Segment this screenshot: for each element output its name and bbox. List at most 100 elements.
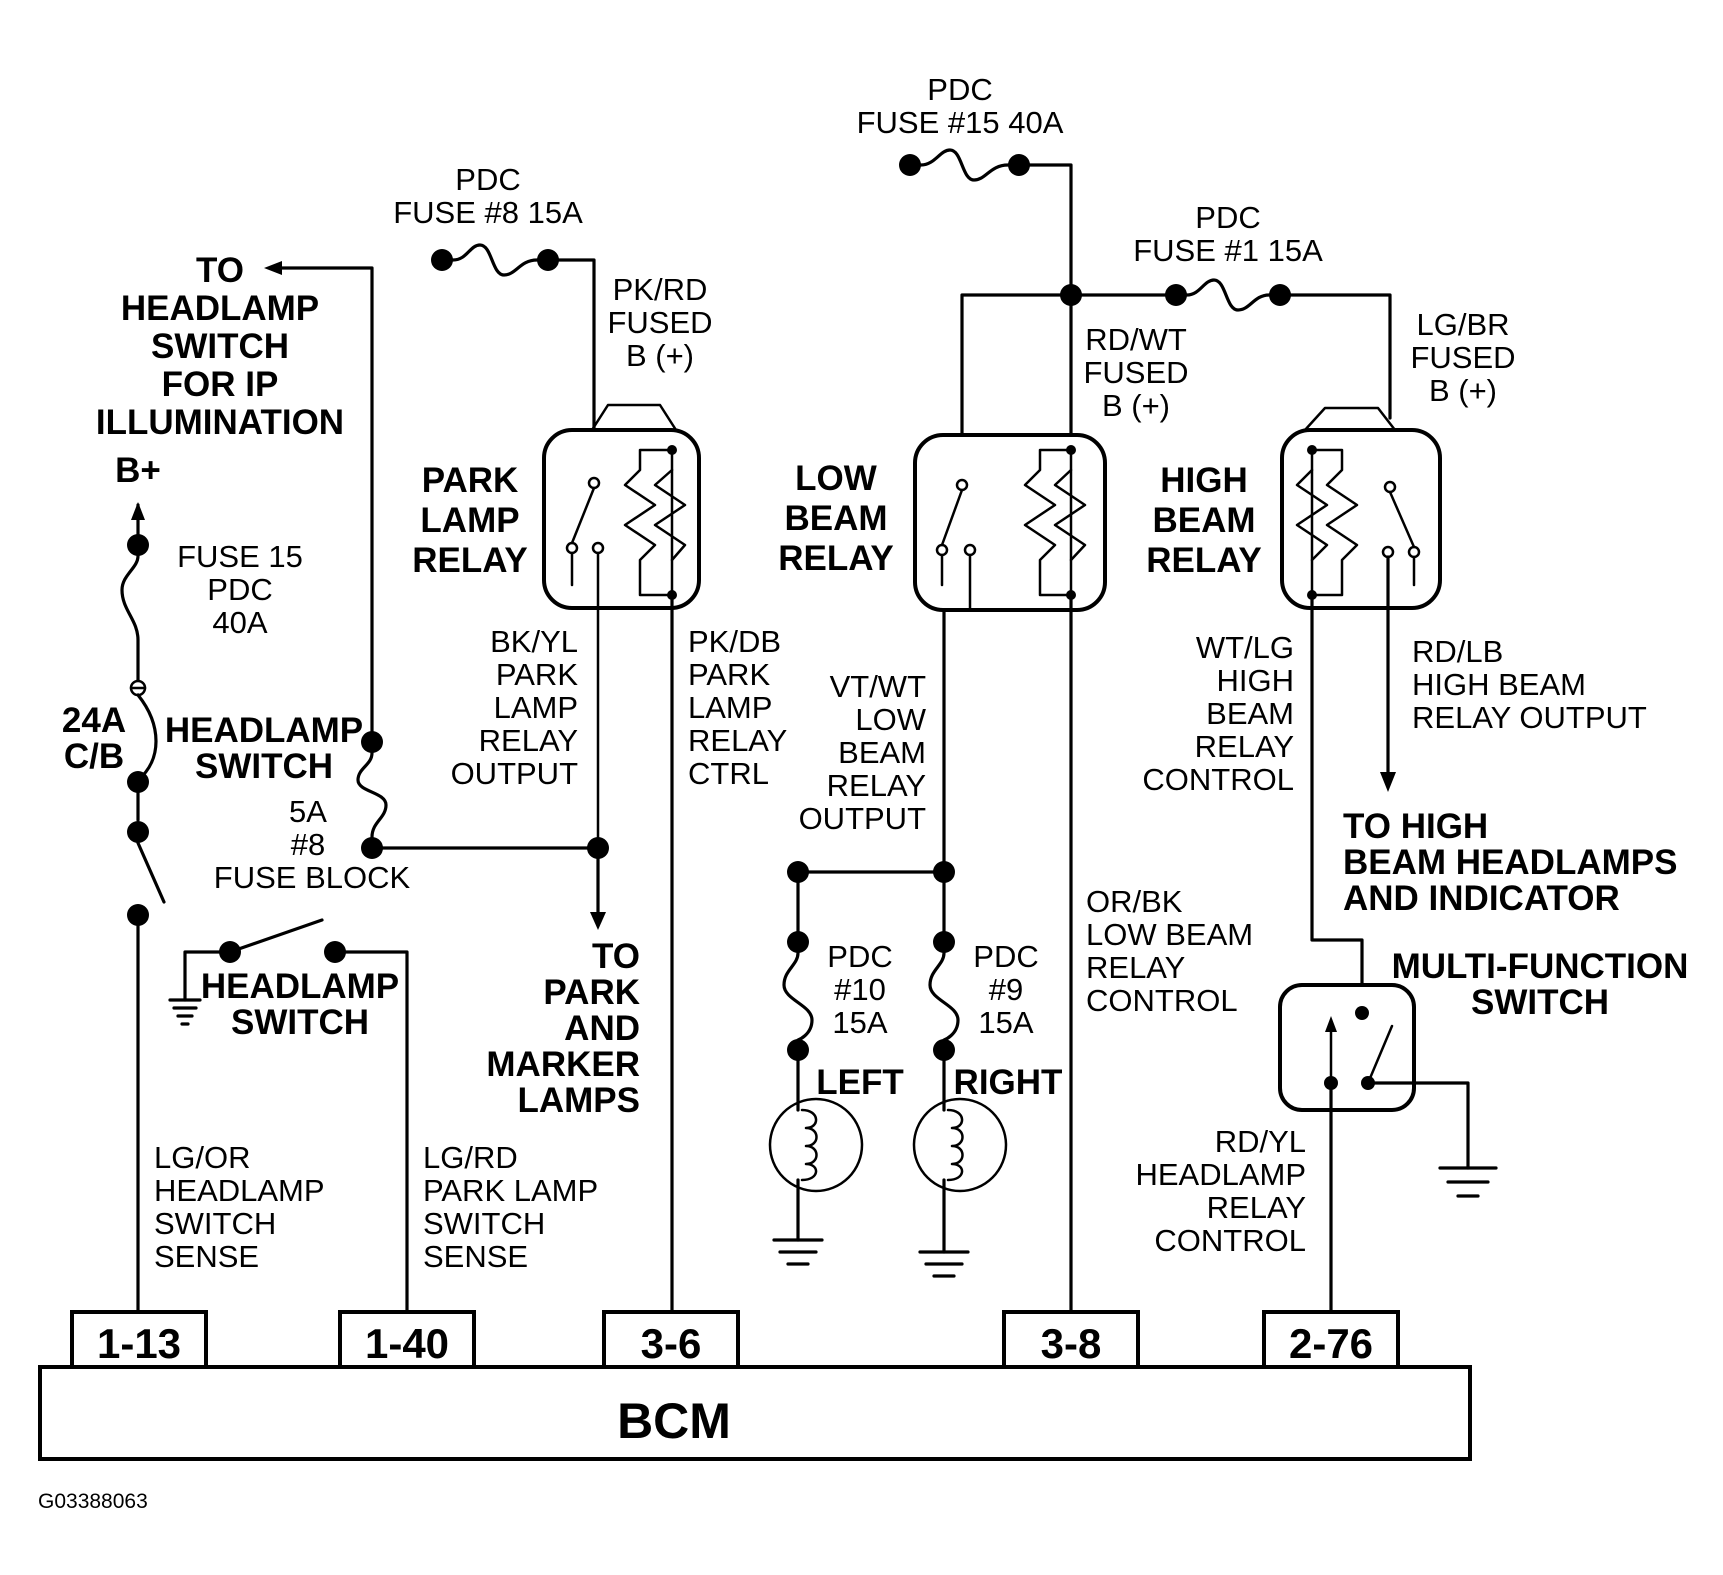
svg-text:OR/BK: OR/BK bbox=[1086, 884, 1183, 919]
svg-text:AND INDICATOR: AND INDICATOR bbox=[1343, 879, 1620, 918]
svg-text:3-6: 3-6 bbox=[641, 1320, 702, 1367]
arrow-to-high-beam bbox=[1380, 772, 1396, 792]
svg-text:TO: TO bbox=[592, 937, 640, 976]
svg-text:TO HIGH: TO HIGH bbox=[1343, 807, 1488, 846]
svg-text:FUSED: FUSED bbox=[1410, 340, 1515, 375]
svg-text:CTRL: CTRL bbox=[688, 756, 769, 791]
svg-text:RELAY: RELAY bbox=[412, 541, 527, 580]
svg-text:RELAY: RELAY bbox=[1195, 729, 1294, 764]
svg-text:LOW BEAM: LOW BEAM bbox=[1086, 917, 1253, 952]
svg-text:RELAY OUTPUT: RELAY OUTPUT bbox=[1412, 700, 1647, 735]
svg-text:LOW: LOW bbox=[855, 702, 926, 737]
svg-text:LG/OR: LG/OR bbox=[154, 1140, 250, 1175]
svg-text:#8: #8 bbox=[291, 827, 325, 862]
label-rd-wt: RD/WT FUSED B (+) bbox=[1083, 322, 1188, 423]
label-to-park-lamps: TO PARK AND MARKER LAMPS bbox=[486, 937, 640, 1120]
left-low-beam-branch bbox=[768, 870, 864, 1266]
svg-text:RELAY: RELAY bbox=[1146, 541, 1261, 580]
svg-text:HEADLAMP: HEADLAMP bbox=[121, 289, 319, 328]
svg-text:RD/WT: RD/WT bbox=[1085, 322, 1187, 357]
svg-text:BEAM: BEAM bbox=[838, 735, 926, 770]
right-low-beam-branch bbox=[912, 881, 1008, 1278]
svg-text:PK/DB: PK/DB bbox=[688, 624, 781, 659]
label-lg-br: LG/BR FUSED B (+) bbox=[1410, 307, 1515, 408]
svg-text:PARK: PARK bbox=[422, 461, 519, 500]
wire-wt-lg bbox=[1310, 593, 1364, 1012]
svg-text:SWITCH: SWITCH bbox=[1471, 983, 1609, 1022]
label-fuse-15-left: FUSE 15 PDC 40A bbox=[177, 539, 303, 640]
park-lamp-relay-label: PARK LAMP RELAY bbox=[412, 461, 527, 580]
svg-text:HEADLAMP: HEADLAMP bbox=[165, 711, 363, 750]
svg-text:SENSE: SENSE bbox=[423, 1239, 528, 1274]
svg-text:FUSE 15: FUSE 15 bbox=[177, 539, 303, 574]
svg-text:BEAM: BEAM bbox=[1152, 501, 1255, 540]
label-pdc-9: PDC #9 15A bbox=[973, 939, 1038, 1040]
svg-text:40A: 40A bbox=[212, 605, 267, 640]
svg-text:RELAY: RELAY bbox=[479, 723, 578, 758]
svg-text:OUTPUT: OUTPUT bbox=[451, 756, 579, 791]
svg-text:RELAY: RELAY bbox=[778, 539, 893, 578]
bcm-label: BCM bbox=[617, 1393, 731, 1449]
svg-text:5A: 5A bbox=[289, 794, 327, 829]
svg-text:PDC: PDC bbox=[455, 162, 520, 197]
label-lg-or: LG/OR HEADLAMP SWITCH SENSE bbox=[154, 1140, 325, 1274]
svg-text:HEADLAMP: HEADLAMP bbox=[1135, 1157, 1306, 1192]
svg-text:FUSED: FUSED bbox=[1083, 355, 1188, 390]
bcm-pin-1-40: 1-40 bbox=[338, 1310, 476, 1369]
svg-text:#9: #9 bbox=[989, 972, 1023, 1007]
label-headlamp-switch-upper: HEADLAMP SWITCH bbox=[165, 711, 363, 786]
svg-text:1-40: 1-40 bbox=[365, 1320, 449, 1367]
svg-text:BEAM HEADLAMPS: BEAM HEADLAMPS bbox=[1343, 843, 1677, 882]
svg-text:FOR IP: FOR IP bbox=[162, 365, 279, 404]
svg-text:SWITCH: SWITCH bbox=[231, 1003, 369, 1042]
svg-text:MULTI-FUNCTION: MULTI-FUNCTION bbox=[1392, 947, 1689, 986]
svg-text:RELAY: RELAY bbox=[1207, 1190, 1306, 1225]
high-beam-relay bbox=[1280, 406, 1442, 610]
svg-text:RD/YL: RD/YL bbox=[1215, 1124, 1306, 1159]
svg-text:FUSE #15 40A: FUSE #15 40A bbox=[857, 105, 1064, 140]
svg-text:24A: 24A bbox=[62, 701, 126, 740]
multi-function-switch bbox=[1278, 983, 1498, 1314]
svg-text:PARK: PARK bbox=[688, 657, 770, 692]
bcm-pin-2-76: 2-76 bbox=[1262, 1310, 1400, 1369]
svg-text:TO: TO bbox=[196, 251, 244, 290]
label-pdc-10: PDC #10 15A bbox=[827, 939, 892, 1040]
svg-text:B+: B+ bbox=[115, 451, 161, 490]
svg-text:PK/RD: PK/RD bbox=[613, 272, 708, 307]
svg-text:HIGH: HIGH bbox=[1217, 663, 1295, 698]
svg-text:CONTROL: CONTROL bbox=[1142, 762, 1294, 797]
svg-text:FUSE BLOCK: FUSE BLOCK bbox=[214, 860, 411, 895]
svg-text:1-13: 1-13 bbox=[97, 1320, 181, 1367]
svg-text:CONTROL: CONTROL bbox=[1086, 983, 1238, 1018]
svg-text:#10: #10 bbox=[834, 972, 886, 1007]
svg-text:C/B: C/B bbox=[64, 737, 124, 776]
label-vt-wt: VT/WT LOW BEAM RELAY OUTPUT bbox=[799, 669, 927, 836]
label-right-lamp: RIGHT bbox=[954, 1063, 1063, 1102]
svg-text:B (+): B (+) bbox=[1429, 373, 1497, 408]
svg-text:RELAY: RELAY bbox=[1086, 950, 1185, 985]
label-bk-yl: BK/YL PARK LAMP RELAY OUTPUT bbox=[451, 624, 579, 791]
svg-text:PDC: PDC bbox=[827, 939, 892, 974]
label-headlamp-switch-lower: HEADLAMP SWITCH bbox=[201, 967, 399, 1042]
bcm-module bbox=[38, 1365, 1472, 1461]
svg-text:PDC: PDC bbox=[1195, 200, 1260, 235]
svg-text:HEADLAMP: HEADLAMP bbox=[154, 1173, 325, 1208]
svg-text:HEADLAMP: HEADLAMP bbox=[201, 967, 399, 1006]
svg-text:MARKER: MARKER bbox=[486, 1045, 640, 1084]
svg-text:LAMP: LAMP bbox=[688, 690, 772, 725]
diagram-id: G03388063 bbox=[38, 1490, 148, 1513]
svg-text:BEAM: BEAM bbox=[1206, 696, 1294, 731]
svg-text:FUSE #8 15A: FUSE #8 15A bbox=[393, 195, 583, 230]
label-rd-lb: RD/LB HIGH BEAM RELAY OUTPUT bbox=[1412, 634, 1647, 735]
svg-text:SWITCH: SWITCH bbox=[423, 1206, 545, 1241]
low-beam-relay-label: LOW BEAM RELAY bbox=[778, 459, 893, 578]
label-to-high-beam: TO HIGH BEAM HEADLAMPS AND INDICATOR bbox=[1343, 807, 1677, 918]
svg-text:ILLUMINATION: ILLUMINATION bbox=[96, 403, 344, 442]
svg-text:BEAM: BEAM bbox=[784, 499, 887, 538]
svg-text:B (+): B (+) bbox=[626, 338, 694, 373]
label-circuit-breaker: 24A C/B bbox=[62, 701, 126, 776]
pdc-fuse-15-top: PDC FUSE #15 40A bbox=[857, 72, 1073, 297]
svg-text:PDC: PDC bbox=[927, 72, 992, 107]
svg-text:BK/YL: BK/YL bbox=[490, 624, 578, 659]
svg-text:AND: AND bbox=[564, 1009, 640, 1048]
